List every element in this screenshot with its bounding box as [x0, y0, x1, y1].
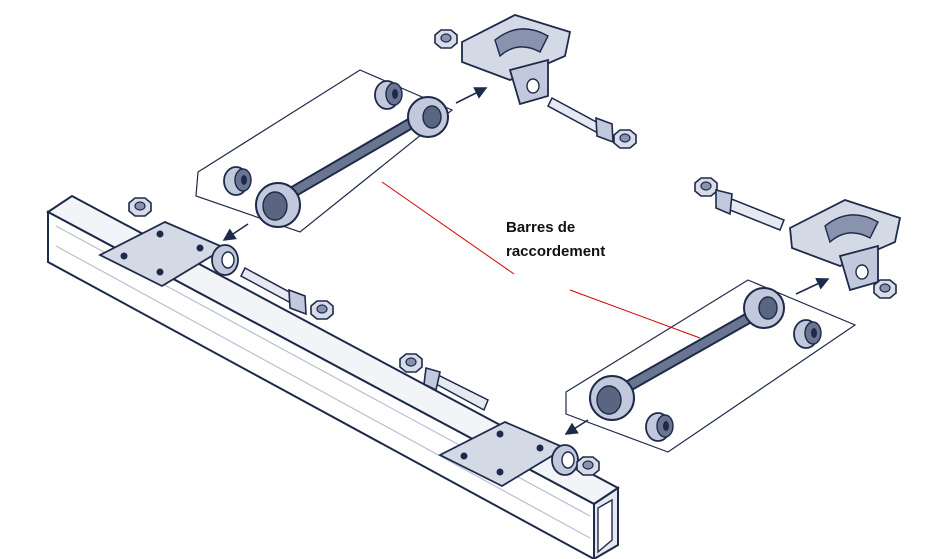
arrow-icon	[222, 223, 249, 241]
bolt-middle-lower	[423, 366, 489, 412]
arrow-icon	[564, 419, 589, 435]
connecting-rod-lower	[565, 279, 857, 453]
arrow-icon	[455, 87, 488, 104]
callout-line-2: raccordement	[506, 243, 606, 260]
nut-icon	[434, 29, 458, 49]
bushing-icon	[374, 80, 403, 110]
bracket-right	[789, 199, 902, 292]
leader-line-lower	[569, 289, 701, 339]
nut-icon	[310, 300, 334, 320]
callout-label: Barres de raccordement	[506, 216, 656, 264]
leader-line-upper	[381, 181, 515, 275]
mounting-plate-right	[437, 421, 579, 488]
nut-icon	[128, 197, 152, 217]
square-tube	[46, 194, 620, 559]
connecting-rod-upper	[195, 69, 454, 233]
bolt-left-lower	[240, 266, 307, 316]
arrow-icon	[795, 277, 830, 295]
nut-icon	[576, 456, 600, 476]
callout-line-1: Barres de	[506, 219, 576, 236]
bolt-top	[547, 96, 614, 144]
nut-icon	[694, 177, 718, 197]
bushing-icon	[223, 166, 252, 196]
bushing-icon	[645, 412, 674, 442]
mounting-plate-left	[97, 221, 239, 288]
nut-icon	[399, 353, 423, 373]
bracket-top	[461, 14, 572, 106]
bushing-icon	[793, 319, 822, 349]
bolt-right	[715, 188, 785, 231]
nut-icon	[613, 129, 637, 149]
